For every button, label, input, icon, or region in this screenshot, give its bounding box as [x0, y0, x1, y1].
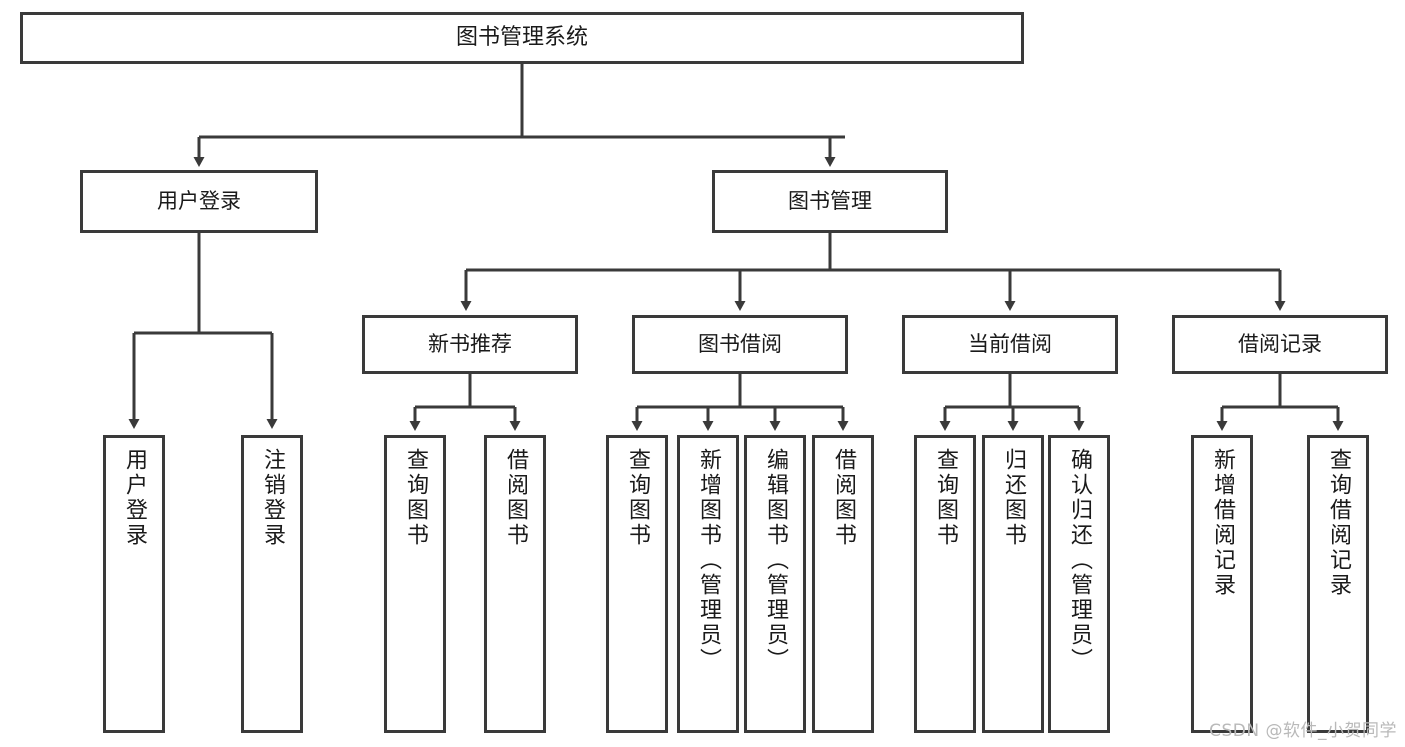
node-label: 查询图书 — [625, 448, 650, 548]
node-leaf[interactable]: 确认归还（管理员） — [1048, 435, 1110, 733]
node-label: 归还图书 — [1001, 448, 1026, 548]
node-leaf[interactable]: 查询借阅记录 — [1307, 435, 1369, 733]
node-leaf[interactable]: 用户登录 — [103, 435, 165, 733]
node-leaf[interactable]: 借阅图书 — [484, 435, 546, 733]
node-leaf[interactable]: 借阅图书 — [812, 435, 874, 733]
node-label: 查询图书 — [403, 448, 428, 548]
node-label: 借阅图书 — [831, 448, 856, 548]
node-label: 新增借阅记录 — [1210, 448, 1235, 598]
node-label: 图书管理 — [788, 189, 872, 214]
node-label: 编辑图书（管理员） — [763, 448, 788, 673]
node-root[interactable]: 图书管理系统 — [20, 12, 1024, 64]
node-label: 图书管理系统 — [455, 25, 588, 51]
node-leaf[interactable]: 查询图书 — [384, 435, 446, 733]
watermark-text: CSDN @软件_小贺同学 — [1209, 721, 1397, 741]
node-label: 确认归还（管理员） — [1067, 448, 1092, 673]
node-branch[interactable]: 图书管理 — [712, 170, 948, 233]
node-group[interactable]: 新书推荐 — [362, 315, 578, 374]
node-leaf[interactable]: 查询图书 — [606, 435, 668, 733]
node-leaf[interactable]: 注销登录 — [241, 435, 303, 733]
node-leaf[interactable]: 归还图书 — [982, 435, 1044, 733]
node-leaf[interactable]: 查询图书 — [914, 435, 976, 733]
node-label: 借阅图书 — [503, 448, 528, 548]
node-label: 查询借阅记录 — [1326, 448, 1351, 598]
node-label: 用户登录 — [122, 448, 147, 548]
node-label: 图书借阅 — [698, 332, 782, 357]
node-label: 新增图书（管理员） — [696, 448, 721, 673]
node-branch[interactable]: 用户登录 — [80, 170, 318, 233]
node-group[interactable]: 当前借阅 — [902, 315, 1118, 374]
node-label: 新书推荐 — [428, 332, 512, 357]
node-label: 查询图书 — [933, 448, 958, 548]
node-leaf[interactable]: 新增图书（管理员） — [677, 435, 739, 733]
node-label: 注销登录 — [260, 448, 285, 548]
node-label: 当前借阅 — [968, 332, 1052, 357]
node-group[interactable]: 图书借阅 — [632, 315, 848, 374]
node-group[interactable]: 借阅记录 — [1172, 315, 1388, 374]
node-leaf[interactable]: 新增借阅记录 — [1191, 435, 1253, 733]
node-label: 借阅记录 — [1238, 332, 1322, 357]
node-leaf[interactable]: 编辑图书（管理员） — [744, 435, 806, 733]
node-label: 用户登录 — [157, 189, 241, 214]
